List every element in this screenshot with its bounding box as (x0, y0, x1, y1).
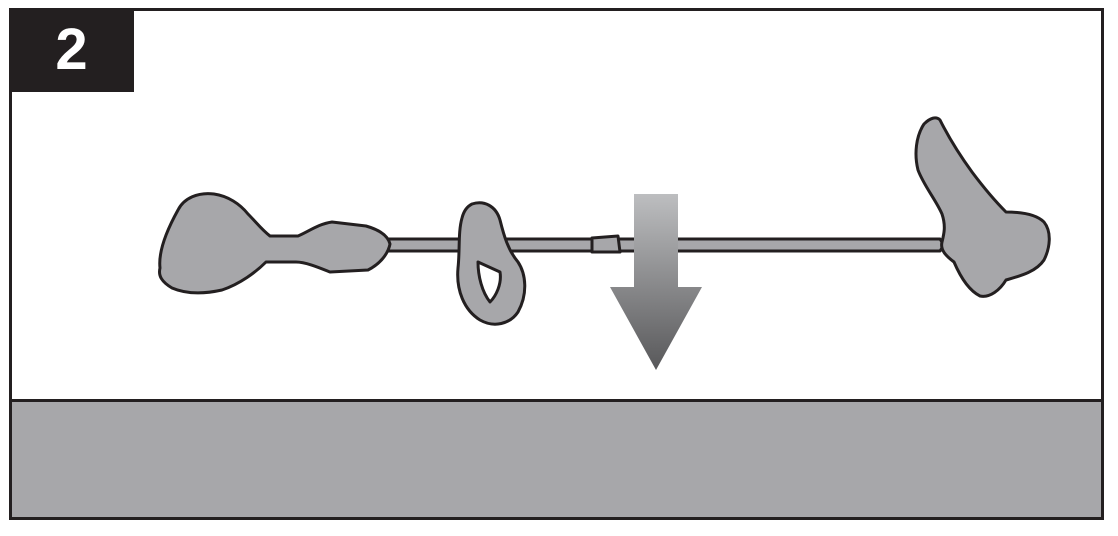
step-number: 2 (55, 17, 88, 82)
arrow-shape (610, 194, 702, 370)
trimmer-motor-housing (158, 192, 392, 295)
string-trimmer-icon (158, 116, 1051, 326)
ground-surface (12, 399, 1101, 517)
trimmer-head-guard (914, 116, 1051, 298)
trimmer-front-handle (456, 201, 527, 326)
step-number-badge: 2 (9, 8, 134, 92)
trimmer-shaft-collar (590, 234, 622, 254)
down-arrow-icon (610, 194, 702, 370)
